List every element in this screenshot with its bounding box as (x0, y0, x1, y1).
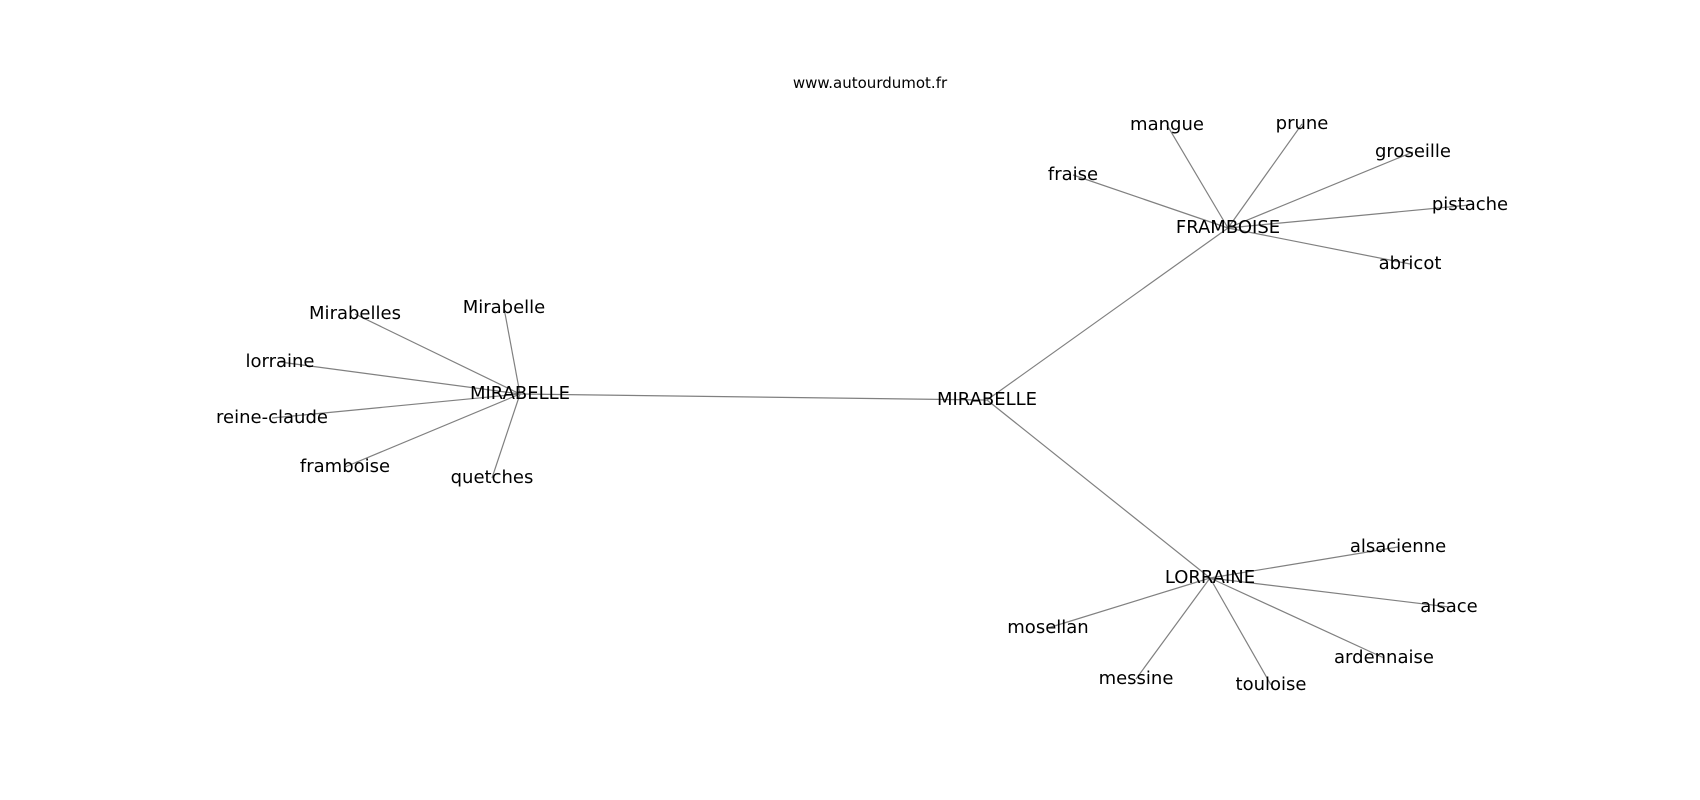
edge-h-framboise-prune (1227, 123, 1303, 229)
node-mirabelles: Mirabelles (309, 303, 401, 324)
node-lorraine: lorraine (245, 351, 314, 372)
edge-h-mirabelle-framboise (344, 393, 521, 468)
node-mirabelle: Mirabelle (463, 297, 546, 318)
node-h-framboise: FRAMBOISE (1176, 217, 1280, 238)
node-center: MIRABELLE (937, 389, 1037, 410)
node-framboise: framboise (300, 456, 390, 477)
node-h-mirabelle: MIRABELLE (470, 383, 570, 404)
edge-center-h-framboise (986, 227, 1229, 401)
edge-h-lorraine-mosellan (1047, 577, 1211, 629)
node-touloise: touloise (1236, 674, 1307, 695)
site-label: www.autourdumot.fr (793, 74, 948, 92)
edge-h-lorraine-alsacienne (1209, 546, 1399, 579)
node-ardennaise: ardennaise (1334, 647, 1434, 668)
edge-h-lorraine-ardennaise (1209, 577, 1385, 659)
node-abricot: abricot (1379, 253, 1442, 274)
edge-h-lorraine-alsace (1209, 577, 1450, 608)
node-fraise: fraise (1048, 164, 1098, 185)
edge-h-mirabelle-mirabelle (503, 307, 521, 395)
edge-h-mirabelle-quetches (491, 393, 521, 479)
edge-h-mirabelle-lorraine (279, 361, 521, 395)
edges-group (271, 123, 1471, 686)
edge-h-mirabelle-mirabelles (354, 313, 521, 395)
node-alsacienne: alsacienne (1350, 536, 1446, 557)
node-prune: prune (1276, 113, 1329, 134)
node-h-lorraine: LORRAINE (1165, 567, 1255, 588)
edge-h-lorraine-messine (1135, 577, 1211, 680)
edge-h-framboise-fraise (1072, 174, 1229, 229)
edge-center-h-mirabelle (519, 393, 988, 401)
edge-h-framboise-mangue (1166, 124, 1229, 229)
node-quetches: quetches (451, 467, 534, 488)
edge-h-mirabelle-reine-claude (271, 393, 521, 419)
edge-center-h-lorraine (986, 399, 1211, 579)
nodes-group: MIRABELLE MIRABELLE FRAMBOISE LORRAINE Mirab… (216, 113, 1508, 695)
node-groseille: groseille (1375, 141, 1451, 162)
edge-h-framboise-groseille (1227, 151, 1414, 229)
node-mosellan: mosellan (1007, 617, 1088, 638)
edge-h-framboise-abricot (1227, 227, 1411, 265)
node-messine: messine (1099, 668, 1174, 689)
node-pistache: pistache (1432, 194, 1508, 215)
node-reine-claude: reine-claude (216, 407, 328, 428)
node-alsace: alsace (1420, 596, 1477, 617)
edge-h-lorraine-touloise (1209, 577, 1272, 686)
node-mangue: mangue (1130, 114, 1204, 135)
edge-h-framboise-pistache (1227, 204, 1471, 229)
